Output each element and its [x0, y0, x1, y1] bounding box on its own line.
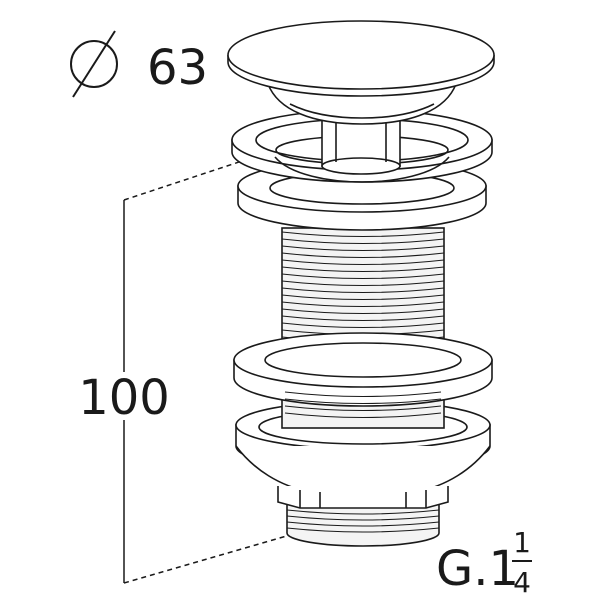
- diameter-symbol-icon: [70, 30, 118, 98]
- top-extension-line: [123, 159, 246, 201]
- thread-ridge: [284, 398, 442, 405]
- thread-ridge: [284, 391, 442, 398]
- thread-ridge: [281, 301, 445, 308]
- diameter-callout: 63: [70, 30, 208, 98]
- thread-callout: G.1 1 4: [436, 526, 532, 599]
- height-label-bg: [80, 372, 168, 420]
- thread-ridge: [281, 287, 445, 294]
- thread-ridge: [286, 515, 440, 521]
- bottom-extension-line: [123, 534, 291, 584]
- thread-ridge: [281, 252, 445, 259]
- thread-prefix: G.1: [436, 541, 519, 597]
- thread-ridge: [281, 322, 445, 329]
- thread-ridge: [281, 231, 445, 238]
- thread-ridge: [286, 521, 440, 527]
- thread-ridge: [281, 245, 445, 252]
- diameter-value: 63: [147, 40, 208, 96]
- thread-ridge: [281, 266, 445, 273]
- thread-ridge: [281, 259, 445, 266]
- height-value: 100: [78, 370, 170, 426]
- thread-ridge: [284, 405, 442, 412]
- thread-denominator: 4: [513, 566, 531, 599]
- thread-ridge: [281, 294, 445, 301]
- thread-ridge: [281, 308, 445, 315]
- thread-ridge: [284, 412, 442, 419]
- lock-nut: [233, 332, 493, 407]
- thread-ridge: [281, 273, 445, 280]
- thread-ridge: [286, 527, 440, 533]
- thread-numerator: 1: [513, 526, 531, 559]
- thread-ridge: [281, 238, 445, 245]
- popup-cap: [227, 20, 495, 125]
- drain-assembly: [227, 20, 495, 547]
- thread-ridge: [281, 315, 445, 322]
- bottom-thread-tail: [286, 496, 440, 547]
- thread-ridge: [281, 280, 445, 287]
- thread-ridge: [286, 509, 440, 515]
